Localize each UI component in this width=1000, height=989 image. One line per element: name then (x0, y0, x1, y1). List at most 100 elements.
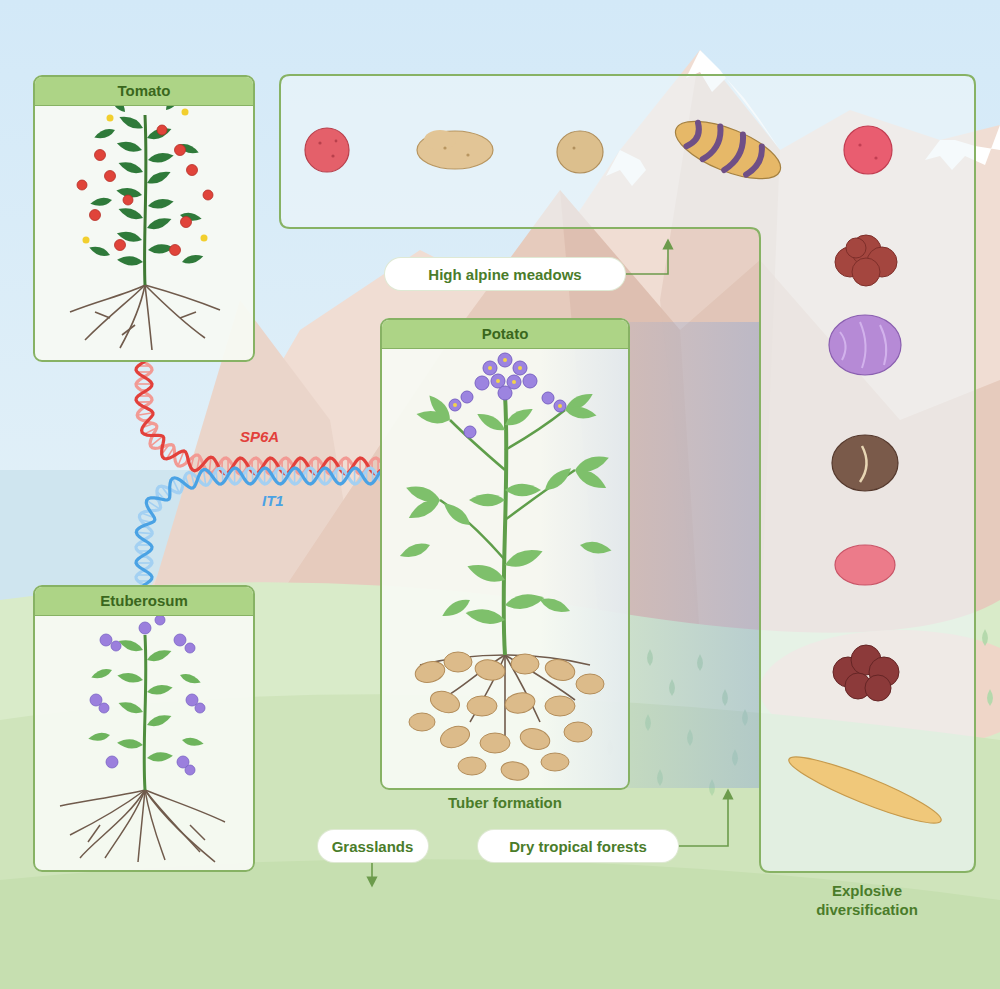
etuberosum-plant (139, 622, 151, 634)
dna-rung (136, 562, 152, 564)
caption-label: Tuber formation (380, 794, 630, 811)
potato-plant (579, 539, 612, 556)
etuberosum-plant (117, 699, 145, 716)
dna-connector (144, 362, 380, 466)
potato-plant (564, 404, 597, 421)
etuberosum-plant (117, 671, 144, 684)
etuberosum-plant (185, 765, 195, 775)
tomato-plant (147, 151, 174, 164)
tomato-plant (122, 325, 135, 335)
tomato-plant (181, 253, 204, 266)
region-heading: Explosive diversification (787, 881, 947, 919)
potato-plant (474, 409, 507, 435)
potato-plant (461, 391, 473, 403)
potato-plant (503, 545, 545, 572)
potato-plant (513, 361, 527, 375)
background-landscape (0, 859, 1000, 989)
potato-plant (498, 386, 512, 400)
dna-rung (136, 383, 152, 385)
tomato-plant (70, 91, 220, 350)
potato-plant (558, 404, 562, 408)
tomato-plant (117, 255, 144, 266)
tomato-plant (187, 165, 198, 176)
potato-plant (518, 366, 522, 370)
potato-plant (503, 691, 536, 716)
dna-rung (264, 468, 266, 484)
potato-plant (465, 560, 507, 587)
etuberosum-plant (106, 756, 118, 768)
tuber-variety (318, 140, 337, 158)
dna-rung (324, 468, 326, 484)
potato-plant (488, 366, 492, 370)
etuberosum-plant (174, 634, 186, 646)
tomato-plant (70, 285, 145, 312)
potato-plant (473, 658, 506, 683)
etuberosum-plant (117, 738, 144, 749)
tuber-variety (784, 747, 946, 833)
potato-plant (467, 696, 497, 716)
potato-plant (538, 595, 572, 616)
tomato-plant (117, 159, 145, 176)
potato-plant (543, 656, 577, 683)
forest-trees (987, 689, 993, 706)
dna-rung (294, 468, 296, 484)
potato-plant (427, 687, 462, 716)
potato-plant (413, 658, 447, 685)
potato-plant (440, 410, 575, 560)
tomato-plant (117, 205, 145, 222)
tuber-variety (573, 147, 576, 150)
leader-line (371, 862, 373, 882)
region-outline (280, 75, 975, 872)
potato-plant (437, 722, 472, 751)
tuber-variety (858, 143, 861, 146)
tuber-variety (840, 322, 886, 368)
etuberosum-plant (145, 790, 165, 860)
tomato-plant (107, 115, 114, 122)
tomato-plant (105, 171, 116, 182)
tuber-variety (466, 153, 469, 156)
tomato-plant (181, 217, 192, 228)
potato-plant (475, 376, 489, 390)
potato-plant (453, 358, 562, 408)
tuber-variety (858, 143, 877, 159)
etuberosum-plant (155, 615, 165, 625)
tuber-variety (305, 128, 349, 172)
etuberosum-plant (60, 790, 225, 862)
potato-plant (440, 499, 474, 530)
potato-plant (483, 361, 497, 375)
leader-line (625, 244, 668, 274)
tomato-plant (90, 210, 101, 221)
potato-plant (576, 674, 604, 694)
panel-fill (33, 75, 255, 362)
tuber-variety (668, 110, 788, 191)
species-panel: Etuberosum (33, 585, 255, 872)
tomato-plant (120, 285, 145, 348)
tomato-plant (145, 285, 220, 310)
potato-plant (444, 652, 472, 672)
potato-plant (505, 484, 541, 497)
etuberosum-plant (138, 790, 145, 862)
tuber-variety (443, 146, 469, 156)
tuber-variety (832, 435, 898, 491)
etuberosum-plant (88, 731, 111, 742)
tomato-plant (147, 197, 174, 210)
potato-plant (409, 713, 435, 731)
potato-plant (542, 392, 554, 404)
etuberosum-plant (190, 825, 205, 840)
tomato-plant (180, 312, 196, 318)
tomato-plant (145, 125, 173, 142)
habitat-pill: Dry tropical forests (478, 830, 678, 862)
tomato-plant (93, 126, 116, 141)
etuberosum-plant (88, 637, 205, 763)
etuberosum-plant (181, 736, 204, 747)
habitat-label: Grasslands (332, 838, 414, 855)
etuberosum-plant (111, 641, 121, 651)
tuber-variety (557, 131, 603, 173)
habitat-pill: High alpine meadows (385, 258, 625, 290)
tuber-variety (331, 154, 334, 157)
dna-rung (136, 532, 152, 533)
tomato-plant (83, 237, 90, 244)
tuber-variety (865, 675, 891, 701)
etuberosum-plant (88, 825, 100, 842)
